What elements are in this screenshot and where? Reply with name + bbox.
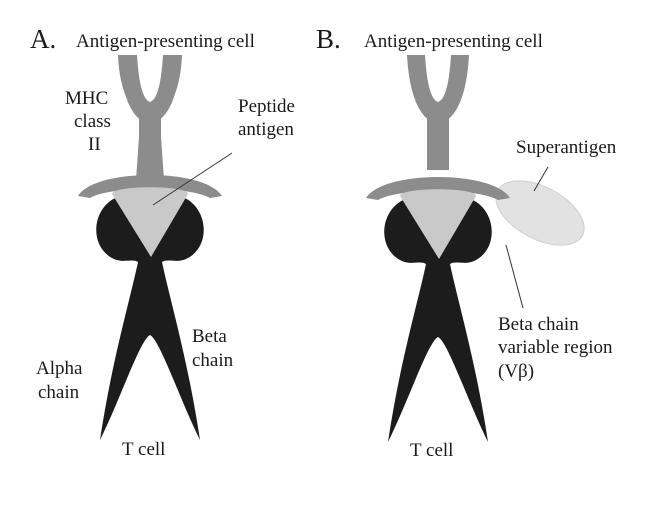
mhc-platform xyxy=(78,175,222,198)
mhc-stalk-base-b xyxy=(427,118,449,170)
mhc-label-line-1: MHC xyxy=(65,88,108,109)
panel-a: A. Antigen-presenting cell MHC class II … xyxy=(30,24,295,460)
superantigen-label: Superantigen xyxy=(516,137,617,158)
alpha-chain-label-line-1: Alpha xyxy=(36,358,83,379)
panel-b-t-cell-label: T cell xyxy=(410,440,453,461)
tcr-alpha-beta xyxy=(96,196,204,440)
peptide-antigen-shape xyxy=(112,187,188,257)
alpha-chain-label-line-2: chain xyxy=(38,382,80,403)
peptide-label-line-2: antigen xyxy=(238,119,294,140)
peptide-label-line-1: Peptide xyxy=(238,96,295,117)
peptide-pointer-line xyxy=(152,152,233,206)
panel-b: B. Antigen-presenting cell Superantigen … xyxy=(316,24,617,461)
vbeta-label-line-3: (Vβ) xyxy=(498,361,534,382)
vbeta-label-line-1: Beta chain xyxy=(498,314,579,335)
superantigen-pointer-line xyxy=(533,166,549,192)
mhc-stalk-notch-b xyxy=(425,55,451,102)
vbeta-pointer-line xyxy=(505,244,524,309)
panel-a-t-cell-label: T cell xyxy=(122,439,165,460)
mhc-stalk-base xyxy=(139,118,161,170)
mhc-label-line-2: class xyxy=(74,111,111,132)
mhc-platform-b xyxy=(366,177,510,200)
vbeta-label-line-2: variable region xyxy=(498,337,613,358)
mhc-stalk-notch xyxy=(137,55,163,102)
peptide-antigen-shape-b xyxy=(400,189,476,259)
beta-chain-label-line-2: chain xyxy=(192,350,234,371)
beta-chain-label-line-1: Beta xyxy=(192,326,227,347)
tcr-alpha-beta-b xyxy=(384,198,492,442)
panel-b-letter: B. xyxy=(316,24,341,54)
panel-a-letter: A. xyxy=(30,24,56,54)
panel-b-title: Antigen-presenting cell xyxy=(364,31,543,52)
panel-a-title: Antigen-presenting cell xyxy=(76,31,255,52)
mhc-label-line-3: II xyxy=(88,134,101,155)
